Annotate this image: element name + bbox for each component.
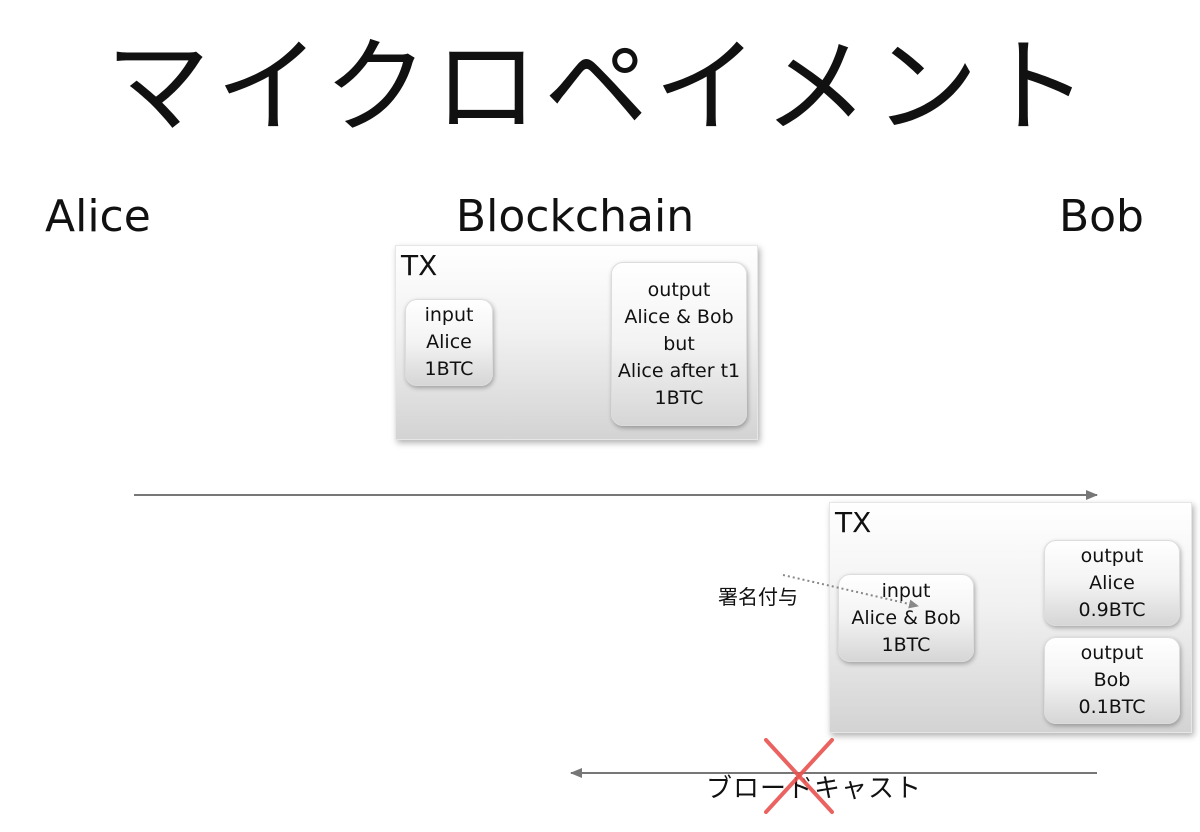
io-line: output — [1080, 642, 1144, 664]
bob-label: Bob — [1058, 191, 1144, 242]
tx-input-alice: input Alice 1BTC — [405, 299, 493, 386]
io-line: output — [1080, 544, 1144, 567]
tx-label: TX — [401, 249, 438, 282]
tx-output-multisig: output Alice & Bob but Alice after t1 1B… — [611, 262, 747, 426]
blockchain-label: Blockchain — [455, 191, 695, 242]
io-line: 0.9BTC — [1078, 598, 1146, 621]
cross-icon — [764, 738, 834, 814]
alice-label: Alice — [45, 191, 151, 242]
tx-input-multisig: input Alice & Bob 1BTC — [838, 574, 974, 662]
io-line: 1BTC — [424, 358, 474, 380]
io-line: Alice — [1089, 571, 1135, 594]
io-line: but — [663, 332, 695, 355]
io-line: input — [881, 579, 931, 602]
io-line: 1BTC — [881, 633, 931, 656]
io-line: input — [424, 304, 474, 326]
io-line: Alice & Bob — [624, 305, 734, 328]
io-line: 1BTC — [654, 386, 704, 409]
io-line: Alice — [426, 331, 472, 353]
slide-title: マイクロペイメント — [106, 26, 1094, 148]
sign-arrow — [782, 574, 919, 609]
sign-annotation: 署名付与 — [718, 585, 798, 609]
tx-output-bob: output Bob 0.1BTC — [1044, 637, 1180, 724]
funding-transaction: TX input Alice 1BTC output Alice & Bob b… — [395, 245, 758, 440]
io-line: Alice after t1 — [617, 359, 741, 382]
io-line: output — [647, 278, 711, 301]
tx-label: TX — [835, 506, 872, 539]
io-line: Alice & Bob — [851, 606, 961, 629]
tx-output-alice: output Alice 0.9BTC — [1044, 540, 1180, 626]
io-line: 0.1BTC — [1078, 696, 1146, 718]
payment-transaction: TX input Alice & Bob 1BTC output Alice 0… — [829, 502, 1192, 733]
io-line: Bob — [1093, 669, 1131, 691]
